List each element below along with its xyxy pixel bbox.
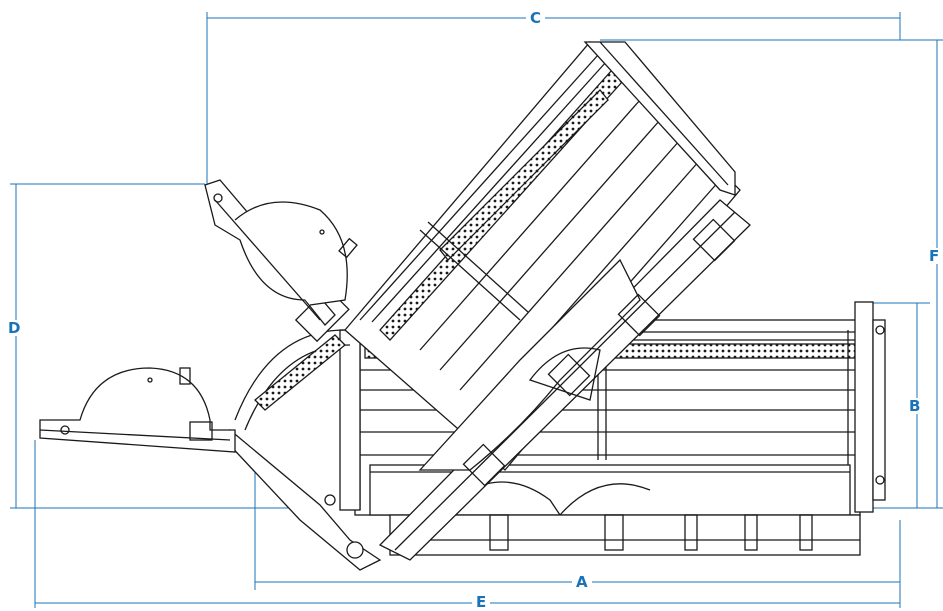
dimension-label-d: D (4, 320, 25, 336)
dimension-label-b: B (905, 398, 925, 414)
lower-spreader (39, 367, 236, 453)
dimension-lines (10, 12, 943, 608)
raised-body (344, 41, 751, 561)
dimension-label-e: E (472, 594, 491, 610)
dimension-label-a: A (572, 574, 592, 590)
dimension-label-f: F (925, 248, 943, 264)
dimension-label-c: C (526, 10, 546, 26)
upper-spreader (204, 179, 358, 326)
